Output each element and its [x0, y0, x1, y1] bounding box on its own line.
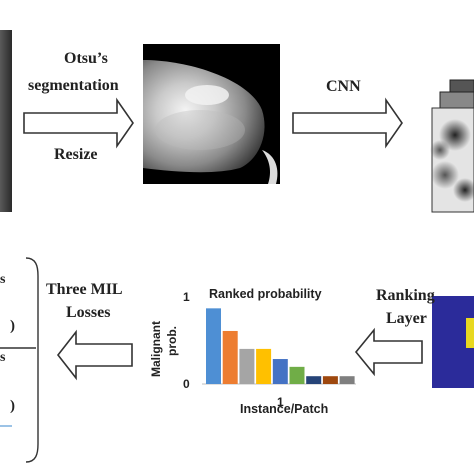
chart-ytick-top: 1 — [183, 290, 190, 304]
chart-y-label-2: prob. — [165, 326, 179, 356]
mil-losses-label-1: Three MIL — [46, 281, 123, 298]
arrow-mil-losses — [56, 329, 133, 381]
chart-y-label-1: Malignant — [149, 321, 163, 377]
chart-bar-4 — [256, 348, 272, 384]
loss-fragment-4: ) — [10, 398, 15, 414]
chart-bar-5 — [272, 359, 288, 384]
loss-fragment-1: s — [0, 272, 6, 287]
loss-fragment-3: s — [0, 350, 6, 365]
chart-x-label: Instance/Patch — [240, 402, 329, 416]
segmentation-label: segmentation — [28, 77, 119, 94]
arrow-cnn — [292, 97, 403, 149]
ranked-probability-chart — [202, 308, 356, 385]
loss-panel — [0, 257, 39, 463]
ranking-label-2: Layer — [386, 310, 427, 327]
chart-xtick: 1 — [277, 395, 284, 409]
chart-bar-7 — [306, 376, 322, 384]
ranking-label-1: Ranking — [376, 287, 435, 304]
otsu-label: Otsu’s — [64, 50, 108, 67]
chart-bar-1 — [206, 308, 221, 384]
chart-bar-2 — [222, 330, 238, 384]
ranking-layer-box — [432, 296, 474, 388]
chart-ytick-bottom: 0 — [183, 377, 190, 391]
cnn-feature-maps — [430, 79, 474, 213]
input-mammogram-image — [0, 30, 12, 212]
resize-label: Resize — [54, 146, 98, 163]
chart-bar-6 — [289, 366, 305, 384]
arrow-segmentation — [23, 97, 134, 149]
loss-fragment-2: ) — [10, 318, 15, 334]
chart-bar-3 — [239, 348, 255, 384]
mil-losses-label-2: Losses — [66, 304, 111, 321]
chart-title: Ranked probability — [209, 287, 322, 301]
chart-bar-8 — [322, 376, 338, 384]
segmented-mammogram-image — [143, 44, 280, 184]
chart-bar-9 — [339, 376, 355, 384]
arrow-ranking — [354, 327, 423, 377]
cnn-label: CNN — [326, 78, 361, 95]
